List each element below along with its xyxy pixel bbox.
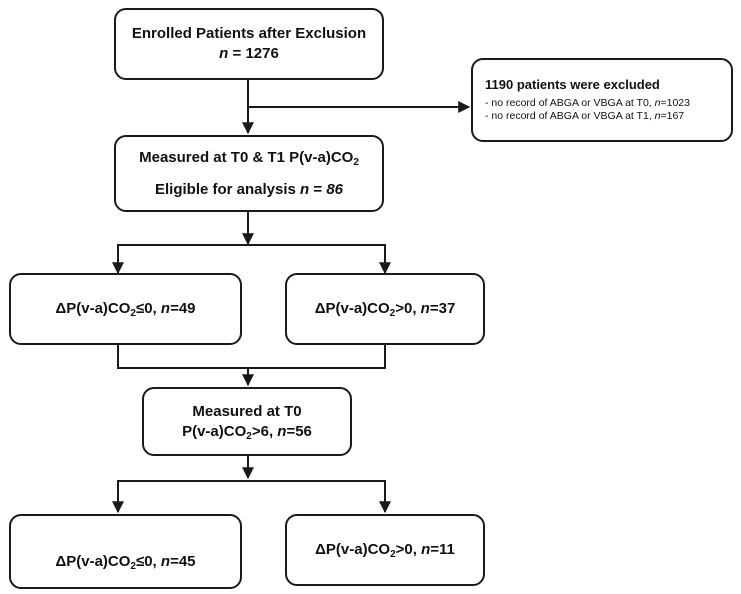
group-b-box: ΔP(v-a)CO2>0, n=37	[285, 273, 485, 345]
group-d-box: ΔP(v-a)CO2>0, n=11	[285, 514, 485, 586]
group-a-label: ΔP(v-a)CO2≤0, n=49	[55, 300, 196, 319]
measured-t0-box: Measured at T0 P(v-a)CO2>6, n=56	[142, 387, 352, 456]
connector-split-groups-2	[117, 480, 386, 510]
enrolled-count: n = 1276	[219, 45, 279, 62]
measured-t0-count: P(v-a)CO2>6, n=56	[182, 422, 312, 442]
connector-merge-groups	[117, 345, 386, 369]
eligible-count: Eligible for analysis n = 86	[154, 180, 344, 198]
group-c-box: ΔP(v-a)CO2≤0, n=45	[9, 514, 242, 589]
enrolled-box: Enrolled Patients after Exclusion n = 12…	[114, 8, 384, 80]
group-b-label: ΔP(v-a)CO2>0, n=37	[314, 300, 456, 319]
group-d-label: ΔP(v-a)CO2>0, n=11	[315, 541, 455, 560]
connector-split-groups	[117, 244, 386, 271]
measured-t0-t1-box: Measured at T0 & T1 P(v-a)CO2 Eligible f…	[114, 135, 384, 212]
measured-t0-title: Measured at T0	[192, 402, 302, 420]
group-a-box: ΔP(v-a)CO2≤0, n=49	[9, 273, 242, 345]
excluded-item: - no record of ABGA or VBGA at T0, n=102…	[485, 97, 690, 109]
measured-t0-t1-title: Measured at T0 & T1 P(v-a)CO2	[139, 148, 359, 168]
excluded-item: - no record of ABGA or VBGA at T1, n=167	[485, 110, 685, 122]
excluded-title: 1190 patients were excluded	[485, 77, 660, 92]
group-c-label: ΔP(v-a)CO2≤0, n=45	[55, 552, 196, 572]
excluded-box: 1190 patients were excluded - no record …	[471, 58, 733, 142]
enrolled-title: Enrolled Patients after Exclusion	[131, 25, 367, 42]
